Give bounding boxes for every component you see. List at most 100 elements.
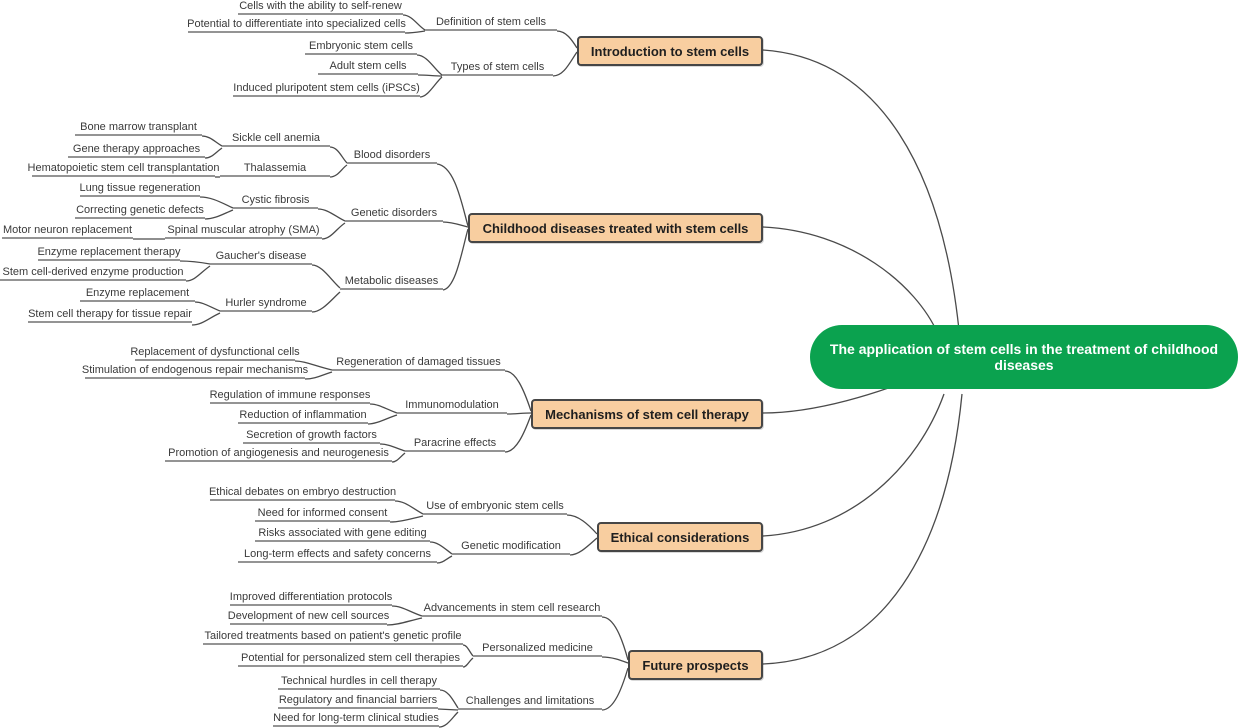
connector-path xyxy=(762,393,945,537)
connector-path xyxy=(437,708,459,711)
node-stimulation-endogenous-repair[interactable]: Stimulation of endogenous repair mechani… xyxy=(82,362,308,379)
node-hematopoietic-transplantation[interactable]: Hematopoietic stem cell transplantation xyxy=(28,160,220,177)
connector-path xyxy=(404,30,426,34)
connector-path xyxy=(506,412,532,415)
connector-path xyxy=(417,74,443,77)
node-definition-of-stem-cells[interactable]: Definition of stem cells xyxy=(425,14,557,31)
connector-path xyxy=(386,617,423,626)
node-replacement-dysfunctional-cells[interactable]: Replacement of dysfunctional cells xyxy=(130,344,300,361)
connector-path xyxy=(311,264,341,289)
node-correcting-genetic-defects[interactable]: Correcting genetic defects xyxy=(75,202,205,219)
connector-path xyxy=(204,209,234,220)
node-hurler-syndrome[interactable]: Hurler syndrome xyxy=(220,295,312,312)
node-technical-hurdles[interactable]: Technical hurdles in cell therapy xyxy=(278,673,440,690)
node-regulation-immune-responses[interactable]: Regulation of immune responses xyxy=(210,387,370,404)
connector-path xyxy=(438,711,459,728)
node-sickle-cell-anemia[interactable]: Sickle cell anemia xyxy=(222,130,330,147)
node-genetic-modification[interactable]: Genetic modification xyxy=(452,538,570,555)
node-introduction-to-stem-cells[interactable]: Introduction to stem cells xyxy=(577,36,763,66)
node-stem-cell-tissue-repair[interactable]: Stem cell therapy for tissue repair xyxy=(28,306,192,323)
node-risks-gene-editing[interactable]: Risks associated with gene editing xyxy=(255,525,430,542)
node-immunomodulation[interactable]: Immunomodulation xyxy=(397,397,507,414)
node-ethical-considerations[interactable]: Ethical considerations xyxy=(597,522,763,552)
connector-path xyxy=(329,164,348,178)
connector-path xyxy=(436,555,453,564)
node-lung-tissue-regeneration[interactable]: Lung tissue regeneration xyxy=(79,180,201,197)
connector-path xyxy=(369,403,398,414)
node-genetic-disorders[interactable]: Genetic disorders xyxy=(345,205,443,222)
node-self-renew[interactable]: Cells with the ability to self-renew xyxy=(238,0,403,15)
node-personalized-therapies[interactable]: Potential for personalized stem cell the… xyxy=(238,650,463,667)
connector-path xyxy=(194,301,221,312)
connector-path xyxy=(601,667,629,711)
connector-path xyxy=(762,393,963,665)
node-blood-disorders[interactable]: Blood disorders xyxy=(347,147,437,164)
connector-path xyxy=(556,30,578,49)
node-long-term-clinical-studies[interactable]: Need for long-term clinical studies xyxy=(273,710,439,727)
node-differentiate[interactable]: Potential to differentiate into speciali… xyxy=(187,16,406,33)
connector-path xyxy=(379,443,406,452)
node-adult-stem-cells[interactable]: Adult stem cells xyxy=(318,58,418,75)
node-new-cell-sources[interactable]: Development of new cell sources xyxy=(228,608,389,625)
connector-path xyxy=(389,515,424,523)
connector-path xyxy=(204,147,223,159)
connector-path xyxy=(294,360,333,371)
node-enzyme-replacement-therapy[interactable]: Enzyme replacement therapy xyxy=(37,244,181,261)
node-mechanisms-of-therapy[interactable]: Mechanisms of stem cell therapy xyxy=(531,399,763,429)
connector-path xyxy=(462,644,474,657)
node-motor-neuron-replacement[interactable]: Motor neuron replacement xyxy=(2,222,133,239)
node-use-of-embryonic-stem-cells[interactable]: Use of embryonic stem cells xyxy=(423,498,567,515)
node-types-of-stem-cells[interactable]: Types of stem cells xyxy=(442,59,553,76)
node-ipscs[interactable]: Induced pluripotent stem cells (iPSCs) xyxy=(233,80,420,97)
node-bone-marrow-transplant[interactable]: Bone marrow transplant xyxy=(75,119,202,136)
connector-path xyxy=(419,76,443,98)
connector-path xyxy=(504,414,532,453)
connector-path xyxy=(762,226,939,335)
node-regeneration-damaged-tissues[interactable]: Regeneration of damaged tissues xyxy=(332,354,505,371)
connector-path xyxy=(201,135,223,147)
connector-path xyxy=(391,452,406,463)
central-topic-node[interactable]: The application of stem cells in the tre… xyxy=(810,325,1238,389)
node-secretion-growth-factors[interactable]: Secretion of growth factors xyxy=(243,427,380,444)
node-cystic-fibrosis[interactable]: Cystic fibrosis xyxy=(233,192,318,209)
node-challenges-limitations[interactable]: Challenges and limitations xyxy=(458,693,602,710)
node-long-term-safety-concerns[interactable]: Long-term effects and safety concerns xyxy=(238,546,437,563)
node-ethical-debates-embryo[interactable]: Ethical debates on embryo destruction xyxy=(209,484,396,501)
connector-path xyxy=(199,196,234,209)
node-metabolic-diseases[interactable]: Metabolic diseases xyxy=(340,273,443,290)
connector-path xyxy=(436,163,469,227)
node-tailored-treatments[interactable]: Tailored treatments based on patient's g… xyxy=(203,628,463,645)
node-future-prospects[interactable]: Future prospects xyxy=(628,650,763,680)
node-improved-differentiation[interactable]: Improved differentiation protocols xyxy=(230,589,392,606)
connector-path xyxy=(329,146,348,164)
node-spinal-muscular-atrophy[interactable]: Spinal muscular atrophy (SMA) xyxy=(165,222,322,239)
node-enzyme-replacement[interactable]: Enzyme replacement xyxy=(80,285,195,302)
node-childhood-diseases-treated[interactable]: Childhood diseases treated with stem cel… xyxy=(468,213,763,243)
connector-path xyxy=(762,49,961,341)
connector-path xyxy=(439,689,459,709)
connector-path xyxy=(462,657,474,668)
connector-path xyxy=(191,312,221,326)
node-stem-cell-derived-enzyme[interactable]: Stem cell-derived enzyme production xyxy=(0,264,186,281)
node-regulatory-financial-barriers[interactable]: Regulatory and financial barriers xyxy=(278,692,438,709)
connector-path xyxy=(601,656,629,664)
connector-path xyxy=(394,500,424,515)
connector-path xyxy=(185,265,211,282)
node-paracrine-effects[interactable]: Paracrine effects xyxy=(405,435,505,452)
node-embryonic-stem-cells[interactable]: Embryonic stem cells xyxy=(305,38,417,55)
node-thalassemia[interactable]: Thalassemia xyxy=(220,160,330,177)
node-advancements-research[interactable]: Advancements in stem cell research xyxy=(422,600,602,617)
connector-path xyxy=(179,260,211,265)
connector-path xyxy=(504,370,532,412)
node-need-informed-consent[interactable]: Need for informed consent xyxy=(255,505,390,522)
connector-path xyxy=(416,54,443,76)
node-promotion-angiogenesis[interactable]: Promotion of angiogenesis and neurogenes… xyxy=(165,445,392,462)
node-personalized-medicine[interactable]: Personalized medicine xyxy=(473,640,602,657)
node-gauchers-disease[interactable]: Gaucher's disease xyxy=(210,248,312,265)
node-gene-therapy-approaches[interactable]: Gene therapy approaches xyxy=(68,141,205,158)
connector-path xyxy=(601,616,629,661)
node-reduction-of-inflammation[interactable]: Reduction of inflammation xyxy=(238,407,368,424)
connector-path xyxy=(311,291,341,313)
connector-path xyxy=(566,514,598,535)
